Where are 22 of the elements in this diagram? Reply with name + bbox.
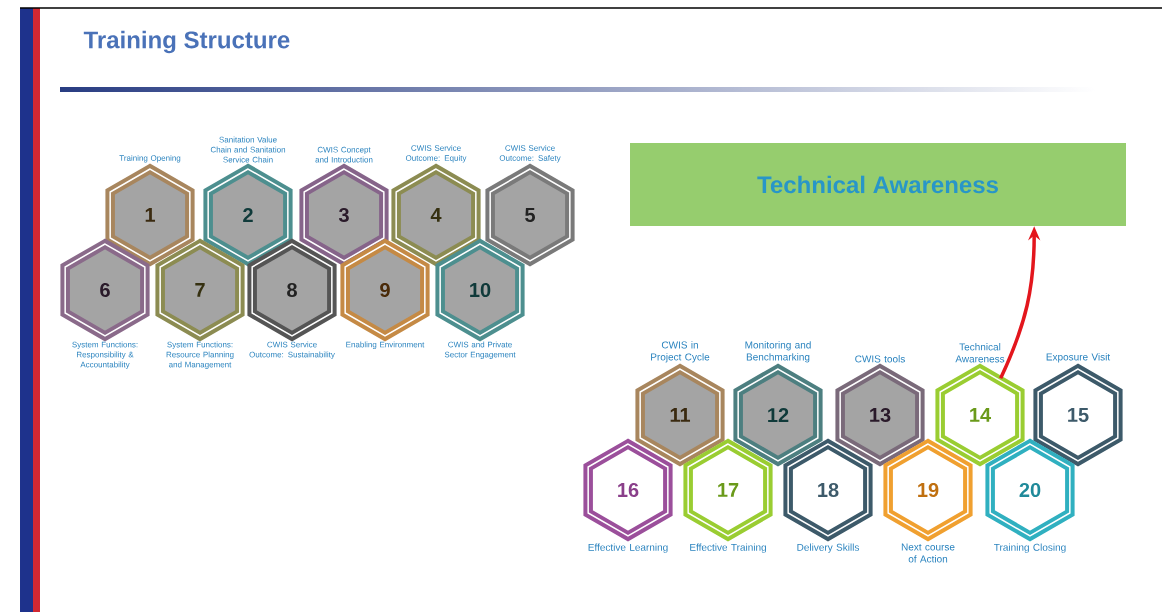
hexagon-label: Next course of Action <box>901 543 955 563</box>
hexagon-label: Effective Learning <box>588 543 668 553</box>
hexagon-label: CWIS tools <box>855 355 905 363</box>
hexagon-label: CWIS Service Outcome: Equity <box>405 145 467 163</box>
hexagon-label: Delivery Skills <box>797 543 859 553</box>
hexagon-label: Effective Training <box>690 543 766 553</box>
hexagon-label: CWIS Service Outcome: Safety <box>499 145 561 163</box>
hexagon-label: Monitoring and Benchmarking <box>745 341 811 363</box>
hexagon-label: CWIS Service Outcome: Sustainability <box>249 341 335 359</box>
hexagon-label: Training Closing <box>994 543 1066 553</box>
hexagon-label: Technical Awareness <box>955 343 1005 363</box>
hexagon-label: Enabling Environment <box>346 341 425 349</box>
hexagon-label: Sanitation Value Chain and Sanitation Service Chain <box>210 136 286 163</box>
hexagon-label: Exposure Visit <box>1046 353 1111 363</box>
hexagon-label: Training Opening <box>119 155 181 163</box>
hexagon-label: System Functions: Resource Planning and Management <box>166 341 234 369</box>
hexagon-label: CWIS and Private Sector Engagement <box>444 341 516 359</box>
hexagon-label: CWIS Concept and Introduction <box>315 146 373 163</box>
title: Training Structure <box>83 30 290 54</box>
hexagon-label: CWIS in Project Cycle <box>651 341 710 363</box>
hexagon-label: System Functions: Responsibility & Accountability <box>72 341 138 369</box>
heading-banner: Technical Awareness <box>630 143 1126 226</box>
